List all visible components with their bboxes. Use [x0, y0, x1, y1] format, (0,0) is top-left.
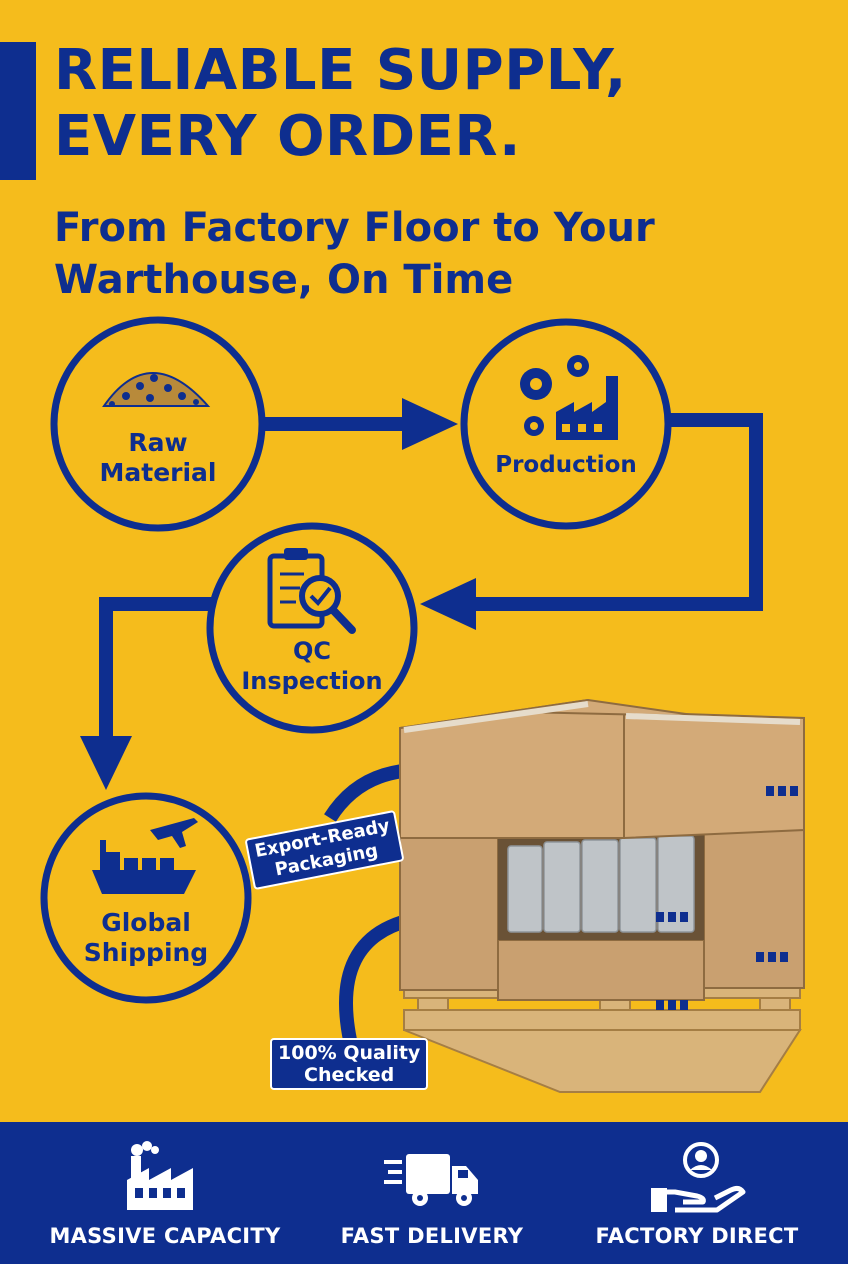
gears-factory-icon: [520, 355, 618, 440]
feature-fast-delivery-label: FAST DELIVERY: [340, 1224, 524, 1248]
delivery-truck-icon: [384, 1154, 478, 1206]
callout-quality-line-1: 100% Quality: [278, 1042, 421, 1064]
step-raw-material-line-1: Raw: [128, 428, 188, 457]
subheadline: From Factory Floor to Your Warthouse, On…: [54, 202, 655, 306]
arrowhead-production: [402, 398, 458, 450]
feature-factory-direct: FACTORY DIRECT: [562, 1122, 832, 1264]
feature-massive-capacity: MASSIVE CAPACITY: [30, 1122, 300, 1264]
box-pallet-illustration: [399, 698, 805, 1093]
raw-material-pile-icon: [102, 372, 211, 407]
feature-fast-delivery: FAST DELIVERY: [297, 1122, 567, 1264]
accent-bar: [0, 42, 36, 180]
headline: RELIABLE SUPPLY, EVERY ORDER.: [54, 38, 627, 170]
subheadline-line-1: From Factory Floor to Your: [54, 205, 655, 251]
callout-quality-line-2: Checked: [304, 1064, 395, 1086]
arrowhead-qc: [420, 578, 476, 630]
step-raw-material-line-2: Material: [99, 458, 217, 487]
circle-raw-material: [50, 316, 266, 532]
arrow-to-box-bottom: [339, 913, 412, 1042]
step-qc-line-1: QC: [292, 637, 331, 665]
step-shipping-line-2: Shipping: [83, 938, 209, 967]
step-production-line-1: Production: [495, 452, 637, 478]
callout-quality-checked: 100% Quality Checked: [270, 1038, 429, 1090]
clipboard-magnifier-icon: [267, 548, 356, 634]
feature-factory-direct-label: FACTORY DIRECT: [595, 1224, 799, 1248]
step-qc-line-2: Inspection: [241, 667, 383, 695]
step-global-shipping-label: Global Shipping: [46, 908, 246, 968]
headline-line-2: EVERY ORDER.: [54, 104, 521, 169]
step-qc-inspection-label: QC Inspection: [212, 636, 412, 696]
headline-line-1: RELIABLE SUPPLY,: [54, 38, 627, 103]
arrow-production-to-qc: [470, 413, 763, 611]
circle-global-shipping: [40, 792, 252, 1004]
arrowhead-shipping: [80, 736, 132, 790]
feature-massive-capacity-label: MASSIVE CAPACITY: [49, 1224, 281, 1248]
hand-person-icon: [651, 1142, 746, 1213]
subheadline-line-2: Warthouse, On Time: [54, 257, 514, 303]
feature-bar: MASSIVE CAPACITY FAST DELIVERY FACTORY D…: [0, 1122, 848, 1264]
arrow-qc-to-shipping: [99, 597, 214, 740]
step-production-label: Production: [476, 450, 656, 480]
factory-icon: [127, 1141, 193, 1210]
step-raw-material-label: Raw Material: [68, 428, 248, 488]
step-shipping-line-1: Global: [101, 908, 191, 937]
ship-plane-icon: [92, 818, 198, 894]
